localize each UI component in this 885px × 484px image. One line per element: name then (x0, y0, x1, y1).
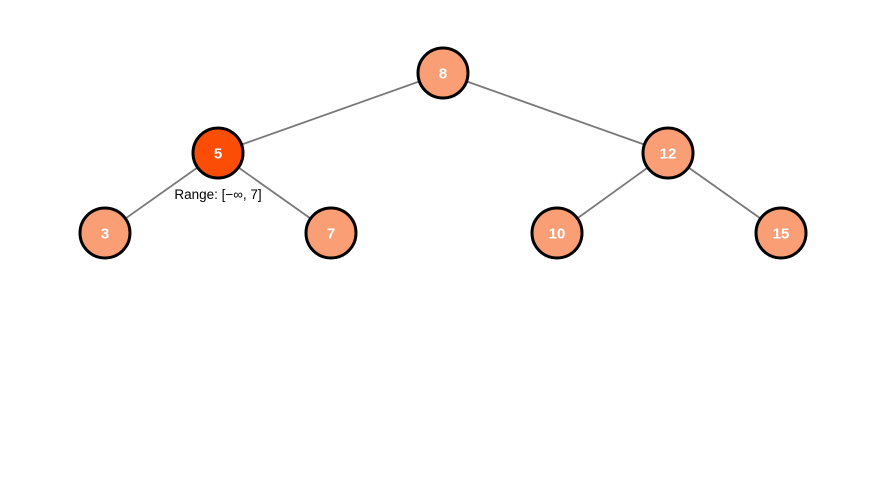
tree-node-5: 5 (191, 126, 245, 180)
nodes-layer: 8 5 12 3 7 10 15 (78, 46, 808, 260)
node-value-label: 10 (549, 225, 566, 242)
node-value-label: 3 (101, 225, 109, 242)
node-value-label: 5 (214, 145, 222, 162)
node-circle (304, 206, 358, 260)
node-value-label: 7 (327, 225, 335, 242)
node-circle (530, 206, 584, 260)
node-circle (754, 206, 808, 260)
tree-node-10: 10 (530, 206, 584, 260)
tree-node-7: 7 (304, 206, 358, 260)
tree-node-3: 3 (78, 206, 132, 260)
node-circle (78, 206, 132, 260)
active-node-circle (191, 126, 245, 180)
node-value-label: 8 (439, 65, 447, 82)
tree-edge-8-5 (217, 72, 444, 154)
tree-node-12: 12 (641, 126, 695, 180)
tree-node-8: 8 (416, 46, 470, 100)
tree-edge-8-12 (442, 72, 669, 154)
range-annotation-label: Range: [−∞, 7] (174, 187, 261, 202)
node-value-label: 15 (773, 225, 790, 242)
node-circle (641, 126, 695, 180)
node-value-label: 12 (660, 145, 677, 162)
tree-node-15: 15 (754, 206, 808, 260)
node-circle (416, 46, 470, 100)
